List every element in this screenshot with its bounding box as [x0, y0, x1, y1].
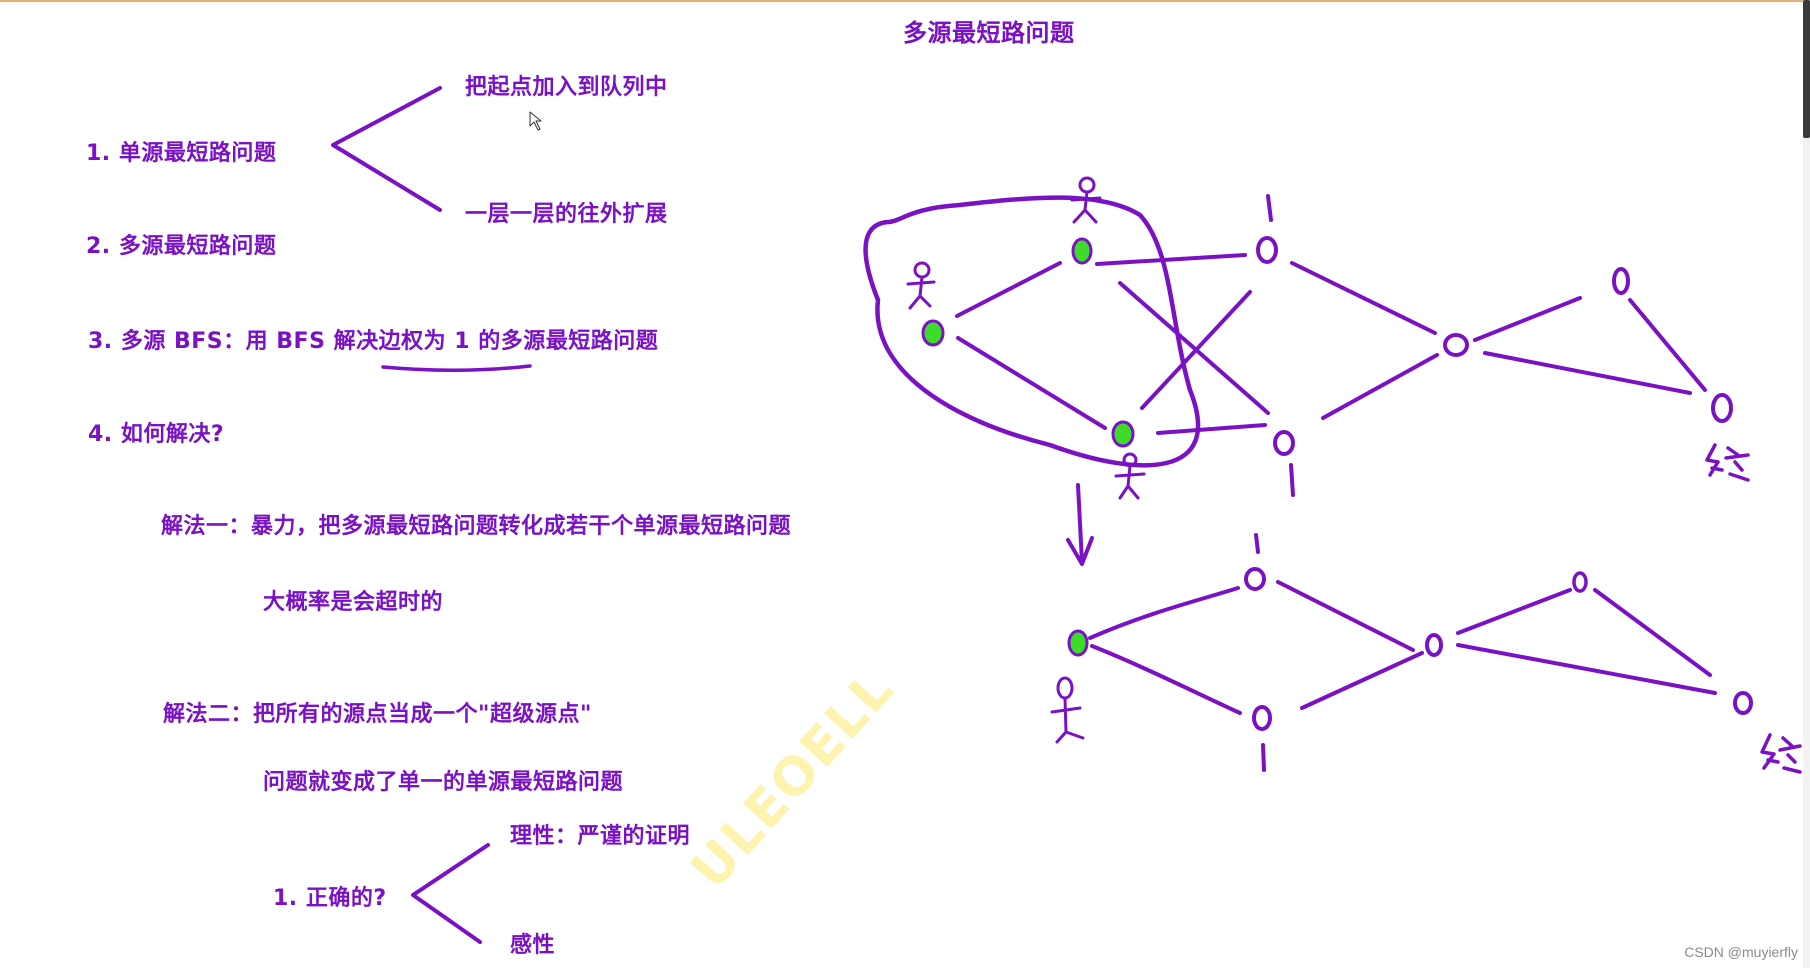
edge [1088, 586, 1240, 640]
graph-node [1252, 705, 1272, 731]
page-title: 多源最短路问题 [903, 19, 1075, 47]
edge [1095, 253, 1247, 266]
item-multi-source-bfs: 3. 多源 BFS：用 BFS 解决边权为 1 的多源最短路问题 [88, 329, 659, 354]
solution-two: 解法二：把所有的源点当成一个"超级源点" [163, 702, 592, 727]
scrollbar-thumb[interactable] [1803, 0, 1810, 138]
edge [1473, 296, 1582, 342]
edge [1156, 423, 1267, 435]
branch-expand-layers: 一层一层的往外扩展 [465, 202, 668, 227]
solution-one-note: 大概率是会超时的 [263, 590, 444, 615]
branch-enqueue-start: 把起点加入到队列中 [465, 75, 668, 100]
graph-node [1244, 567, 1266, 591]
edge [956, 336, 1107, 430]
branch-intuitive: 感性 [510, 933, 556, 958]
edge [1321, 353, 1439, 420]
edge [1090, 644, 1242, 715]
edge [1118, 281, 1270, 415]
source-node [921, 319, 945, 347]
bracket-correct [411, 843, 490, 944]
item-single-source: 1. 单源最短路问题 [86, 141, 277, 166]
edge [1300, 651, 1424, 710]
edge [1290, 261, 1437, 335]
edge [1276, 580, 1415, 652]
edge-weight-1 [1261, 743, 1266, 772]
end-mark [1760, 733, 1802, 774]
source-node [1111, 420, 1135, 448]
edge [1456, 588, 1572, 635]
edge [1483, 351, 1692, 395]
underline-edge-weight [381, 364, 532, 373]
solution-two-note: 问题就变成了单一的单源最短路问题 [263, 770, 624, 795]
graph-node [1612, 267, 1630, 295]
person-icon [1050, 676, 1085, 744]
graph-node [1733, 691, 1753, 715]
edge-weight-1 [1254, 533, 1260, 554]
edge [1593, 588, 1712, 677]
graph-node [1711, 393, 1733, 423]
edge-weight-1 [1266, 194, 1273, 222]
branch-rational-proof: 理性：严谨的证明 [510, 824, 691, 849]
source-node [1071, 237, 1093, 265]
super-source-node [1067, 629, 1089, 657]
footer-credit: CSDN @muyierfly [1684, 944, 1798, 960]
end-mark [1705, 443, 1750, 482]
edge [1140, 290, 1252, 410]
solution-one: 解法一：暴力，把多源最短路问题转化成若干个单源最短路问题 [161, 514, 792, 539]
graph-node [1425, 633, 1443, 657]
edge [1456, 643, 1717, 695]
graph-node [1443, 333, 1469, 357]
transform-arrow [1066, 483, 1094, 566]
cursor-icon [529, 111, 542, 131]
scrollbar-track[interactable] [1803, 0, 1810, 968]
graph-node [1572, 571, 1588, 593]
item-how-to-solve: 4. 如何解决? [88, 422, 225, 447]
person-icon [1070, 176, 1102, 224]
edge-weight-1 [1289, 463, 1295, 497]
super-source-loop [863, 195, 1201, 468]
graph-node [1256, 236, 1278, 264]
bracket-single-source [331, 86, 442, 212]
top-border [0, 0, 1810, 2]
edge [955, 261, 1062, 318]
item-multi-source: 2. 多源最短路问题 [86, 234, 277, 259]
edge [1628, 298, 1707, 392]
graph-node [1273, 430, 1295, 456]
person-icon [906, 261, 936, 310]
sub-item-correct: 1. 正确的? [273, 886, 387, 911]
person-icon [1114, 452, 1146, 500]
